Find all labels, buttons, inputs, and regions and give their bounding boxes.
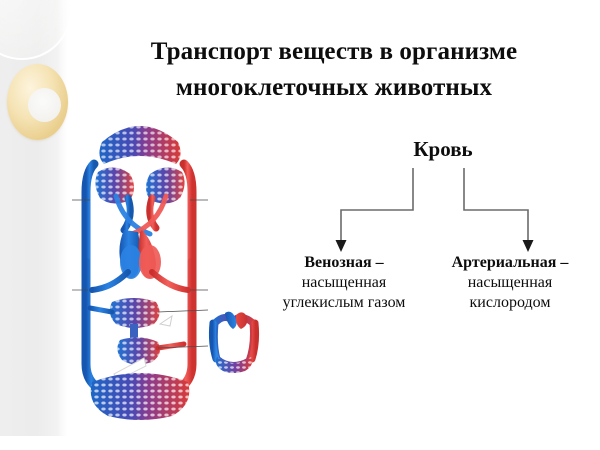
inferior-vena-cava	[81, 257, 103, 393]
branch-venous-heading: Венозная –	[304, 254, 384, 271]
superior-vena-cava	[81, 159, 99, 267]
small-heart-artery-side	[235, 312, 248, 329]
page-title-line-2: многоклеточных животных	[175, 74, 493, 101]
single-circuit-circulatory-illustration	[208, 311, 260, 373]
branch-venous-sub-2: углекислым газом	[282, 294, 406, 311]
diagram-connectors	[335, 168, 534, 252]
descending-aorta	[175, 257, 197, 393]
small-heart-vein-side	[225, 311, 237, 329]
human-circulatory-system-illustration	[72, 126, 208, 420]
branch-arterial-sub-1: насыщенная	[467, 274, 553, 291]
decorative-gold-ring-hole	[28, 88, 61, 122]
carotid-artery	[179, 159, 197, 267]
branch-arterial: Артериальная – насыщенная кислородом	[428, 253, 592, 313]
branch-venous-sub-1: насыщенная	[301, 274, 387, 291]
diagram-root-label: Кровь	[413, 137, 473, 161]
page-title-line-1: Транспорт веществ в организме	[150, 38, 518, 65]
branch-venous: Венозная – насыщенная углекислым газом	[264, 253, 424, 313]
page-title: Транспорт веществ в организме многоклето…	[68, 34, 600, 106]
branch-arterial-sub-2: кислородом	[469, 294, 551, 311]
branch-arterial-heading: Артериальная –	[451, 254, 569, 271]
